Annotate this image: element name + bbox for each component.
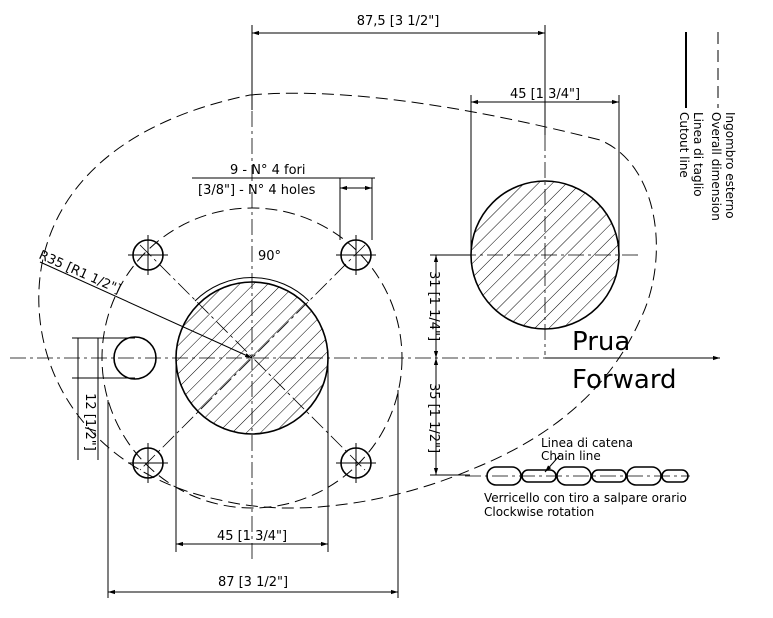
bottom-overall-dimension: 87 [3 1/2"] — [218, 575, 288, 590]
vertical-upper-dimension: 31 [1 1/4"] — [426, 271, 441, 341]
holes-note-metric: 9 - N° 4 fori — [230, 163, 305, 178]
top-overall-dimension: 87,5 [3 1/2"] — [357, 14, 440, 29]
chain-label-en: Chain line — [541, 449, 601, 463]
holes-note-imperial: [3/8"] - N° 4 holes — [198, 183, 316, 198]
legend-overall-it: Ingombro esterno — [723, 112, 737, 219]
angle-arc — [194, 277, 310, 302]
chain-label-it: Linea di catena — [541, 436, 633, 450]
overall-outline — [38, 92, 657, 509]
radius-leader — [39, 261, 253, 359]
angle-label: 90° — [258, 249, 281, 264]
rotation-label-it: Verricello con tiro a salpare orario — [484, 491, 687, 505]
bottom-cutout-dimension: 45 [1 3/4"] — [217, 529, 287, 544]
top-cutout-dimension: 45 [1 3/4"] — [510, 87, 580, 102]
rotation-label-en: Clockwise rotation — [484, 505, 594, 519]
bolt-hole-crosses — [128, 235, 376, 483]
prua-label: Prua — [572, 327, 630, 357]
legend-cutout-en: Cutout line — [677, 112, 691, 178]
diagonal-centerline-b — [139, 244, 366, 471]
small-side-hole — [113, 336, 157, 380]
radius-label: R35 [R1 1/2"] — [36, 248, 123, 298]
capstan-cutout — [470, 180, 620, 330]
chain-links — [486, 466, 689, 486]
legend-overall-en: Overall dimension — [709, 112, 723, 221]
left-small-dimension: 12 [1/2"] — [82, 393, 97, 451]
legend-cutout-it: Linea di taglio — [691, 112, 705, 197]
vertical-lower-dimension: 35 [1 1/2"] — [426, 383, 441, 453]
forward-label: Forward — [572, 365, 677, 395]
